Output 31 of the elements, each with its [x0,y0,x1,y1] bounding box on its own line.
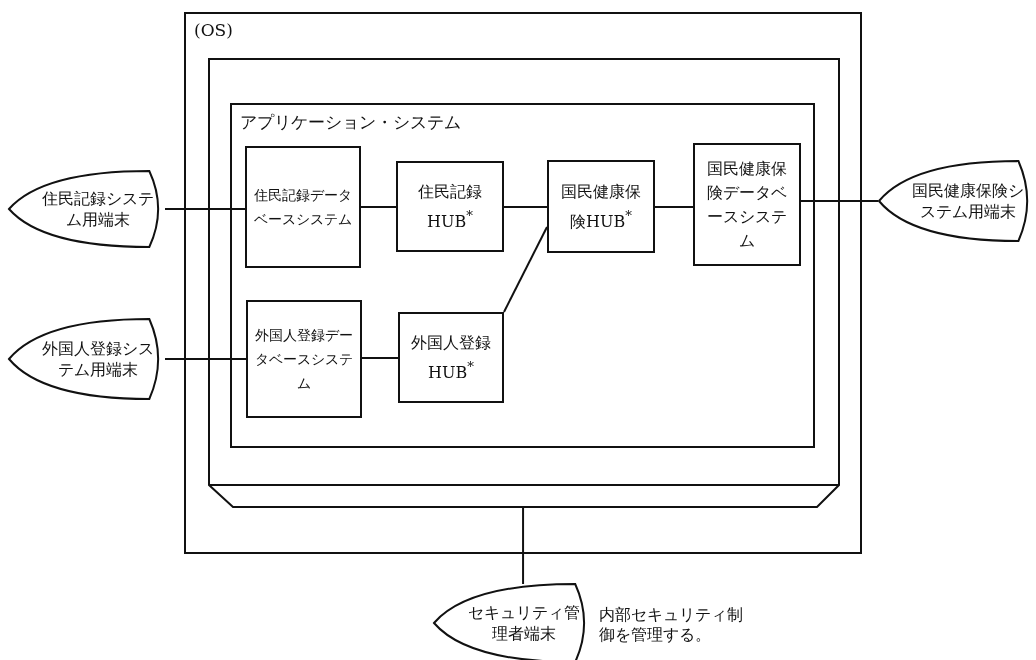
node-label: 外国人登録データベースシステム [254,326,354,393]
process-box [547,160,655,253]
frame-label: (OS) [194,20,234,40]
connector-line [503,206,548,208]
connector-line [800,200,879,202]
node-label: 住民記録データベースシステム [253,186,353,229]
process-box [693,143,801,266]
system-frame [208,58,840,508]
frame-label: アプリケーション・システム [240,111,462,134]
connector-line [503,225,548,313]
connector-line [164,208,246,210]
connector-line [164,358,247,360]
process-box [246,300,362,418]
process-box [398,312,504,403]
node-label: 国民健康保険HUB$^{*}$ [560,180,642,233]
connector-line [522,505,525,585]
system-frame [230,103,815,448]
note-text: 内部セキュリティ制御を管理する。 [599,605,744,645]
connector-line [654,206,694,208]
node-label: 外国人登録HUB$^{*}$ [410,331,492,384]
connector-line [361,357,399,359]
node-label: 外国人登録システム用端末 [41,338,156,380]
node-label: 住民記録HUB$^{*}$ [417,180,483,233]
node-label: 国民健康保険データベースシステム [706,157,788,252]
process-box [245,146,361,268]
node-label: セキュリティ管理者端末 [466,602,581,644]
system-frame [184,12,862,554]
connector-line [360,206,397,208]
node-label: 住民記録システム用端末 [41,188,156,230]
node-label: 国民健康保険システム用端末 [910,180,1025,222]
process-box [396,161,504,252]
